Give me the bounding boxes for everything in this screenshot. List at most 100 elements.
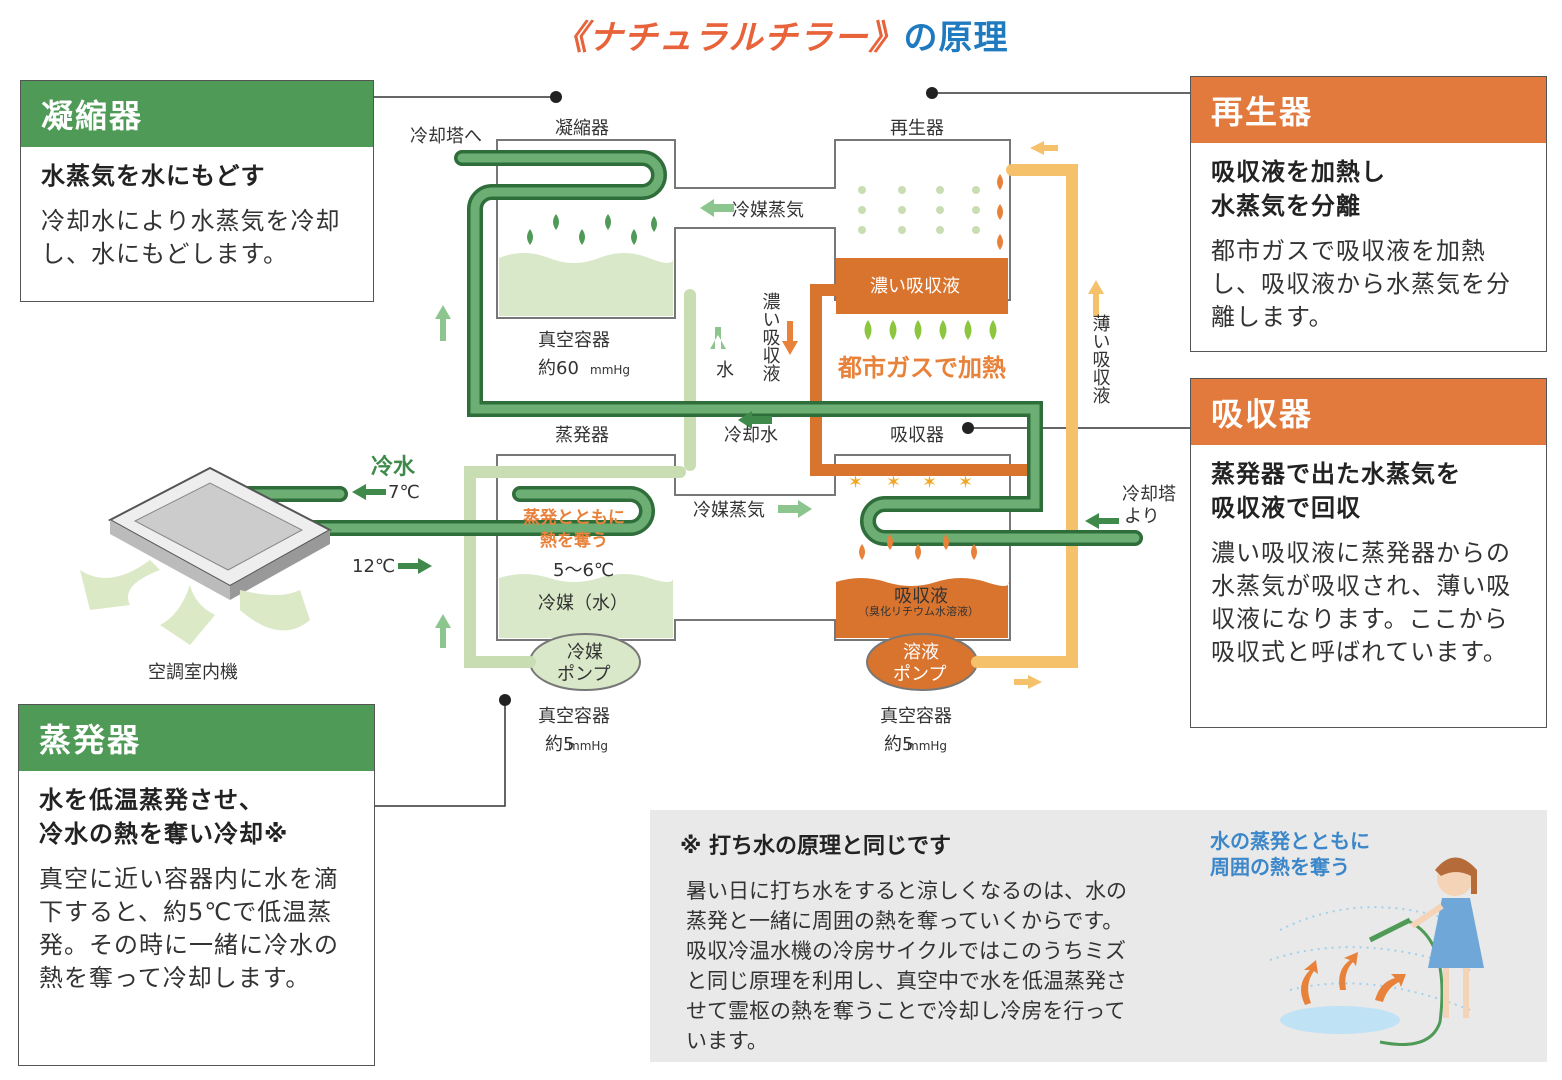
absorber-box: 吸収器 蒸発器で出た水蒸気を 吸収液で回収 濃い吸収液に蒸発器からの水蒸気が吸収…: [1190, 378, 1547, 728]
note-caption-2: 周囲の熱を奪う: [1210, 855, 1350, 879]
vapor-arrow-upper: [700, 199, 734, 217]
label-temp-5-6: 5～6℃: [553, 560, 614, 581]
cooling-water-pipe-inner: [457, 153, 1140, 543]
note-panel: ※ 打ち水の原理と同じです 暑い日に打ち水をすると涼しくなるのは、水の蒸発と一緒…: [650, 810, 1547, 1062]
evaporator-water: [499, 574, 674, 638]
refrigerant-pipe: [464, 289, 696, 668]
condenser-body: 冷却水により水蒸気を冷却し、水にもどします。: [41, 207, 341, 268]
label-vacuum-lower-left: 真空容器: [538, 706, 610, 727]
label-to-tower: 冷却塔へ: [410, 126, 482, 147]
label-vacuum-lower-right: 真空容器: [880, 706, 952, 727]
label-pressure-5-left: 約5: [545, 734, 574, 755]
absorber-sparks: ✶ ✶ ✶ ✶: [848, 472, 973, 493]
condenser-box: 凝縮器 水蒸気を水にもどす 冷却水により水蒸気を冷却し、水にもどします。: [20, 80, 374, 302]
chilled-in-arrow: [398, 558, 432, 574]
label-solution-pump-1: 溶液: [903, 642, 939, 663]
vapor-arrow-lower: [778, 500, 812, 518]
svg-text:✶: ✶: [886, 472, 901, 493]
regenerator-box: 再生器 吸収液を加熱し 水蒸気を分離 都市ガスで吸収液を加熱し、吸収液から水蒸気…: [1190, 76, 1547, 352]
indoor-unit: [80, 466, 333, 645]
label-regenerator: 再生器: [890, 118, 944, 139]
absorber-liquid: [836, 578, 1009, 638]
label-evaporator: 蒸発器: [555, 425, 609, 446]
regenerator-lead-2: 水蒸気を分離: [1211, 192, 1361, 220]
title-main: 《ナチュラルチラー》: [553, 18, 904, 58]
orange-arrows: [782, 321, 798, 355]
up-arrow-pump: [435, 614, 451, 648]
dilute-pipe: [971, 164, 1078, 668]
svg-text:✶: ✶: [848, 472, 863, 493]
condenser-droplets: [527, 214, 657, 245]
label-pressure-60: 約60: [538, 358, 579, 379]
label-absorbent: 吸収液: [894, 586, 948, 607]
label-temp-7: 7℃: [388, 482, 420, 503]
label-evap-heat-2: 熱を奪う: [540, 530, 608, 551]
condenser-water: [499, 253, 674, 316]
absorber-heading: 吸収器: [1191, 379, 1546, 445]
label-temp-12: 12℃: [352, 556, 395, 577]
up-arrow-left: [435, 305, 451, 341]
label-solution-pump-2: ポンプ: [893, 664, 946, 685]
watering-illustration: [1269, 857, 1484, 1046]
note-caption: 水の蒸発とともに 周囲の熱を奪う: [1210, 828, 1370, 880]
condenser-heading: 凝縮器: [21, 81, 373, 147]
regenerator-liquid: [836, 258, 1008, 314]
label-unit-60: mmHg: [590, 363, 630, 377]
from-tower-arrow: [1085, 513, 1119, 529]
note-body: 暑い日に打ち水をすると涼しくなるのは、水の蒸発と一緒に周囲の熱を奪っていくからで…: [686, 879, 1127, 1053]
label-refrigerant-pump-2: ポンプ: [557, 664, 610, 685]
label-water: 水: [716, 360, 734, 381]
label-absorbent-sub: （臭化リチウム水溶液）: [858, 604, 979, 618]
arrows: [435, 199, 812, 648]
label-refrigerant-pump-1: 冷媒: [567, 642, 603, 663]
title-suffix: の原理: [903, 18, 1009, 58]
label-evap-heat-1: 蒸発とともに: [523, 507, 625, 528]
absorber-droplets: [859, 174, 1003, 560]
label-vacuum-upper: 真空容器: [538, 330, 610, 351]
absorber-lead-1: 蒸発器で出た水蒸気を: [1211, 460, 1461, 488]
vapor-dots: [858, 186, 980, 234]
concentrated-pipe: [810, 284, 1042, 476]
diagram-labels: 冷却塔へ 凝縮器 再生器 冷媒蒸気 真空容器 約60 mmHg 水 冷却水 蒸発…: [148, 118, 1176, 755]
label-refrigerant-water: 冷媒（水）: [538, 593, 628, 614]
label-from-tower-2: より: [1124, 506, 1160, 527]
evaporator-lead-1: 水を低温蒸発させ、: [39, 786, 264, 814]
yellow-arrows: [1014, 141, 1104, 689]
page-title: 《ナチュラルチラー》の原理: [0, 10, 1562, 59]
cooling-water-arrow: [738, 411, 772, 429]
label-concentrated: 濃い吸収液: [870, 276, 960, 297]
label-chilled-water: 冷水: [371, 454, 416, 480]
evaporator-body: 真空に近い容器内に水を滴下すると、約5℃で低温蒸発。その時に一緒に冷水の熱を奪っ…: [39, 865, 339, 992]
conc-down-arrow: [782, 321, 798, 355]
label-indoor-unit: 空調室内機: [148, 662, 238, 683]
svg-text:✶: ✶: [922, 472, 937, 493]
regenerator-lead-1: 吸収液を加熱し: [1211, 158, 1386, 186]
note-caption-1: 水の蒸発とともに: [1210, 829, 1370, 853]
evaporator-lead-2: 冷水の熱を奪い冷却※: [39, 820, 289, 848]
label-absorber: 吸収器: [890, 425, 944, 446]
evaporator-box: 蒸発器 水を低温蒸発させ、 冷水の熱を奪い冷却※ 真空に近い容器内に水を滴下する…: [18, 704, 375, 1066]
chilled-out-arrow: [352, 484, 386, 500]
label-cooling-water: 冷却水: [724, 425, 778, 446]
label-from-tower-1: 冷却塔: [1122, 484, 1176, 505]
label-conc-vertical: 濃い吸収液: [760, 292, 781, 382]
label-heating-gas: 都市ガスで加熱: [837, 354, 1006, 382]
label-vapor-lower: 冷媒蒸気: [693, 500, 765, 521]
label-unit-5-left: mmHg: [568, 739, 608, 753]
water-down-arrow: [710, 327, 726, 349]
regenerator-heading: 再生器: [1191, 77, 1546, 143]
label-dilute-vertical: 薄い吸収液: [1090, 314, 1111, 404]
note-title: ※ 打ち水の原理と同じです: [680, 834, 952, 859]
svg-text:✶: ✶: [958, 472, 973, 493]
regenerator-body: 都市ガスで吸収液を加熱し、吸収液から水蒸気を分離します。: [1211, 237, 1511, 331]
gas-flames: [864, 320, 997, 340]
label-unit-5-right: mmHg: [907, 739, 947, 753]
absorber-body: 濃い吸収液に蒸発器からの水蒸気が吸収され、薄い吸収液になります。ここから吸収式と…: [1211, 539, 1512, 666]
condenser-lead: 水蒸気を水にもどす: [41, 162, 266, 190]
label-condenser: 凝縮器: [555, 118, 609, 139]
absorber-lead-2: 吸収液で回収: [1211, 494, 1361, 522]
label-pressure-5-right: 約5: [884, 734, 913, 755]
evaporator-heading: 蒸発器: [19, 705, 374, 771]
connector-dots: [499, 87, 974, 706]
